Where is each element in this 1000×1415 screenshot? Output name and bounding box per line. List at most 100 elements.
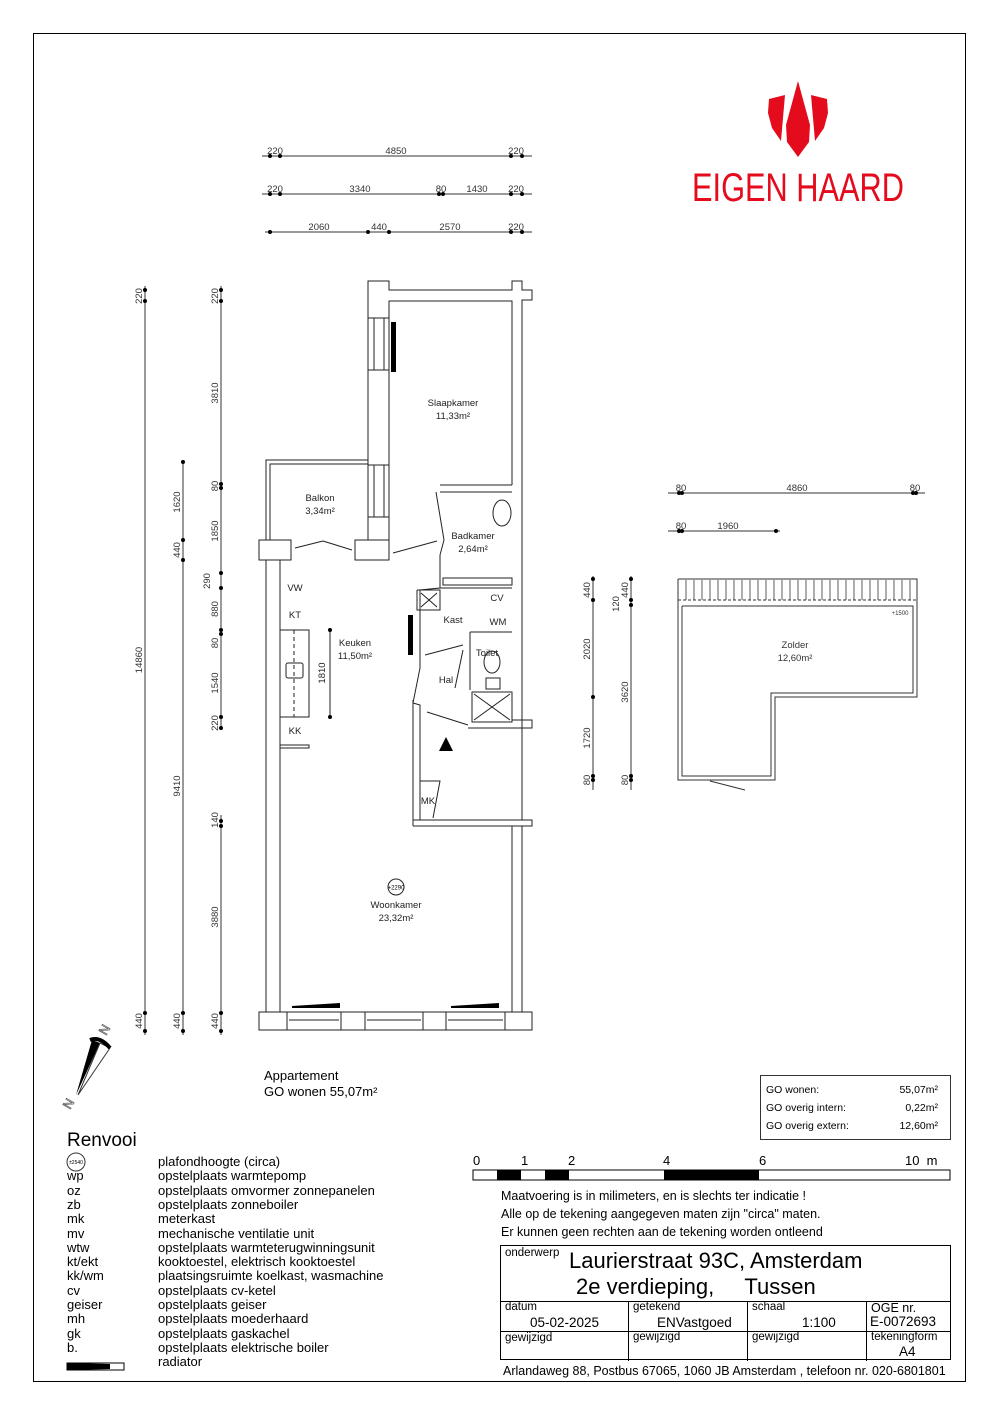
cv-label: CV bbox=[490, 593, 504, 604]
go-area-box: GO wonen:55,07m² GO overig intern:0,22m²… bbox=[760, 1075, 951, 1140]
legend-desc: radiator bbox=[158, 1354, 203, 1370]
legend-abbr: oz bbox=[67, 1182, 81, 1198]
dim-label: 220 bbox=[210, 288, 221, 304]
legend-desc: plaatsingsruimte koelkast, wasmachine bbox=[158, 1268, 384, 1284]
legend-desc: opstelplaats gaskachel bbox=[158, 1325, 290, 1341]
legend-item: radiator bbox=[67, 1355, 407, 1369]
schaal-value: 1:100 bbox=[802, 1315, 836, 1330]
legend-desc: opstelplaats zonneboiler bbox=[158, 1196, 299, 1212]
legend-title: Renvooi bbox=[67, 1130, 137, 1151]
dim-label: 440 bbox=[371, 222, 387, 233]
roof-hatching bbox=[685, 580, 911, 600]
dim-label: 220 bbox=[508, 222, 524, 233]
dimension-ticks bbox=[268, 154, 524, 234]
legend-abbr: gk bbox=[67, 1325, 81, 1341]
legend-item: mh opstelplaats moederhaard bbox=[67, 1312, 407, 1326]
dim-label: 3810 bbox=[210, 382, 221, 403]
vw-label: VW bbox=[287, 583, 302, 594]
onderwerp-label: onderwerp bbox=[505, 1247, 560, 1259]
room-area: 12,60m² bbox=[778, 653, 813, 664]
scale-tick: 10 m bbox=[905, 1153, 938, 1168]
dim-label: 2020 bbox=[582, 638, 593, 659]
north-label: N bbox=[96, 1022, 114, 1038]
gewijzigd-label: gewijzigd bbox=[505, 1332, 553, 1344]
legend-abbr: wp bbox=[67, 1168, 84, 1184]
dim-label: 80 bbox=[210, 481, 221, 492]
scale-tick: 4 bbox=[663, 1153, 670, 1168]
room-area: 11,50m² bbox=[338, 651, 372, 662]
legend-item: mv mechanische ventilatie unit bbox=[67, 1225, 407, 1241]
room-area: 2,64m² bbox=[458, 544, 488, 555]
ceiling-height-marker: +2290 bbox=[387, 878, 405, 896]
left-dimensions bbox=[144, 286, 222, 1035]
dim-label: 440 bbox=[134, 1013, 145, 1029]
toilet-label: Toilet bbox=[476, 648, 499, 659]
dim-label: 120 bbox=[611, 596, 622, 612]
legend-abbr: mv bbox=[67, 1225, 85, 1241]
scale-tick: 6 bbox=[759, 1153, 766, 1168]
go-value: 12,60m² bbox=[899, 1120, 938, 1132]
getekend-value: ENVastgoed bbox=[657, 1315, 732, 1330]
datum-value: 05-02-2025 bbox=[530, 1315, 600, 1330]
oge-cell: OGE nr. E-0072693 tekeningform A4 bbox=[866, 1301, 952, 1361]
wm-label: WM bbox=[490, 617, 507, 628]
dim-label: 220 bbox=[267, 146, 283, 157]
kast-label: Kast bbox=[443, 615, 462, 626]
dim-label: 4860 bbox=[786, 483, 807, 494]
dim-label: 3340 bbox=[349, 184, 370, 195]
legend-item: plafondhoogte (circa) bbox=[67, 1155, 407, 1169]
gewijzigd-label: gewijzigd bbox=[633, 1331, 681, 1343]
go-label: GO overig extern: bbox=[766, 1120, 849, 1132]
go-row: GO wonen:55,07m² bbox=[766, 1084, 938, 1098]
appartement-title: Appartement bbox=[264, 1068, 339, 1083]
dim-label: 440 bbox=[172, 542, 183, 558]
zolder-dimension-labels: 80 4860 80 80 1960 440 2020 1720 80 120 … bbox=[582, 483, 920, 785]
scale-tick: 2 bbox=[568, 1153, 575, 1168]
dim-label: 80 bbox=[582, 775, 593, 786]
page-frame bbox=[33, 33, 966, 1382]
eigen-haard-logo: EIGEN HAARD bbox=[692, 81, 904, 210]
room-name: Badkamer bbox=[451, 531, 494, 542]
dim-label: 3880 bbox=[210, 906, 221, 927]
legend-abbr: wtw bbox=[67, 1239, 90, 1255]
go-row: GO overig extern: 12,60m² bbox=[766, 1120, 938, 1134]
scale-bar: 0 1 2 4 6 10 m bbox=[472, 1153, 951, 1181]
dim-label: 290 bbox=[202, 573, 213, 589]
legend-desc: opstelplaats moederhaard bbox=[158, 1311, 309, 1327]
getekend-cell: getekend ENVastgoed gewijzigd bbox=[628, 1301, 747, 1361]
legend-abbr: mh bbox=[67, 1311, 86, 1327]
go-value: 0,22m² bbox=[905, 1102, 938, 1114]
note: Alle op de tekening aangegeven maten zij… bbox=[501, 1207, 821, 1221]
go-label: GO wonen: bbox=[766, 1084, 820, 1096]
dim-label: 9410 bbox=[172, 775, 183, 796]
dim-label: 80 bbox=[436, 184, 447, 195]
legend-desc: mechanische ventilatie unit bbox=[158, 1225, 315, 1241]
legend-abbr: kt/ekt bbox=[67, 1254, 99, 1270]
note: Maatvoering is in milimeters, en is slec… bbox=[501, 1189, 806, 1203]
north-label: N bbox=[60, 1096, 78, 1112]
dim-label: 80 bbox=[620, 775, 631, 786]
note: Er kunnen geen rechten aan de tekening w… bbox=[501, 1225, 823, 1239]
dim-label: 880 bbox=[210, 601, 221, 617]
dim-label: 220 bbox=[134, 288, 145, 304]
dim-label: 1540 bbox=[210, 672, 221, 693]
legend-desc: opstelplaats warmtepomp bbox=[158, 1168, 307, 1184]
room-area: 11,33m² bbox=[436, 411, 470, 422]
room-name: Balkon bbox=[305, 493, 334, 504]
footer-address: Arlandaweg 88, Postbus 67065, 1060 JB Am… bbox=[503, 1364, 946, 1378]
dim-label: 1850 bbox=[210, 520, 221, 541]
dim-label: 220 bbox=[210, 715, 221, 731]
datum-cell: datum 05-02-2025 bbox=[501, 1301, 628, 1331]
dim-label: 14860 bbox=[134, 647, 145, 673]
getekend-label: getekend bbox=[633, 1301, 681, 1313]
oge-label: OGE nr. bbox=[871, 1301, 917, 1315]
oge-value: E-0072693 bbox=[870, 1314, 937, 1329]
dim-label: 1960 bbox=[717, 521, 738, 532]
legend-desc: opstelplaats omvormer zonnepanelen bbox=[158, 1182, 375, 1198]
dim-label: 80 bbox=[676, 521, 687, 532]
